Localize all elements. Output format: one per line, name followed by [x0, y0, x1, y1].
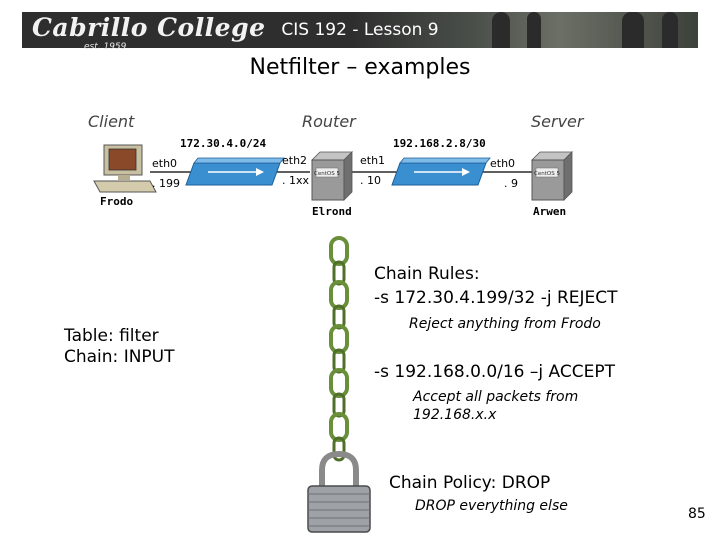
server-icon: CentOS 5 — [531, 151, 573, 201]
chain-policy-note: DROP everything else — [415, 498, 568, 514]
rule-2: -s 192.168.0.0/16 –j ACCEPT — [374, 362, 615, 382]
subnet-left: 172.30.4.0/24 — [180, 137, 267, 150]
elrond-iface-right: eth1 — [360, 154, 386, 167]
elrond-badge: CentOS 5 — [314, 171, 340, 177]
computer-icon — [93, 144, 157, 193]
table-label: Table: filter — [64, 326, 159, 346]
role-router: Router — [302, 112, 356, 131]
arwen-ip: . 9 — [504, 177, 518, 190]
rules-heading: Chain Rules: — [374, 264, 480, 284]
switch-icon — [391, 157, 491, 186]
table-chain-block: Table: filter Chain: INPUT — [64, 326, 175, 368]
switch-icon — [185, 157, 285, 186]
host-arwen: Arwen — [533, 205, 567, 218]
slide-title: Netfilter – examples — [249, 55, 471, 80]
subnet-right: 192.168.2.8/30 — [393, 137, 486, 150]
chain-label: Chain: INPUT — [64, 347, 175, 367]
lesson-title: CIS 192 - Lesson 9 — [281, 20, 439, 40]
arwen-badge: CentOS 5 — [534, 171, 560, 177]
server-icon: CentOS 5 — [311, 151, 353, 201]
host-elrond: Elrond — [312, 205, 352, 218]
padlock-icon — [307, 450, 371, 533]
header-banner — [22, 12, 698, 48]
elrond-iface-left: eth2 — [282, 154, 308, 167]
frodo-iface: eth0 — [152, 157, 178, 170]
page-number: 85 — [688, 506, 706, 522]
elrond-ip-right: . 10 — [360, 174, 381, 187]
rule-1: -s 172.30.4.199/32 -j REJECT — [374, 288, 618, 308]
rule-2-note-line1: Accept all packets from — [413, 389, 579, 405]
role-client: Client — [88, 112, 135, 131]
chain-icon — [329, 236, 349, 462]
college-logo: Cabrillo College — [32, 13, 266, 42]
chain-policy: Chain Policy: DROP — [389, 473, 551, 493]
role-server: Server — [531, 112, 584, 131]
college-logo-est: est. 1959 — [84, 42, 127, 52]
frodo-ip: . 199 — [152, 177, 180, 190]
rule-1-note: Reject anything from Frodo — [409, 316, 601, 332]
rule-2-note-line2: 192.168.x.x — [413, 407, 497, 423]
host-frodo: Frodo — [100, 195, 134, 208]
elrond-ip-left: . 1xx — [282, 174, 310, 187]
arwen-iface: eth0 — [490, 157, 516, 170]
